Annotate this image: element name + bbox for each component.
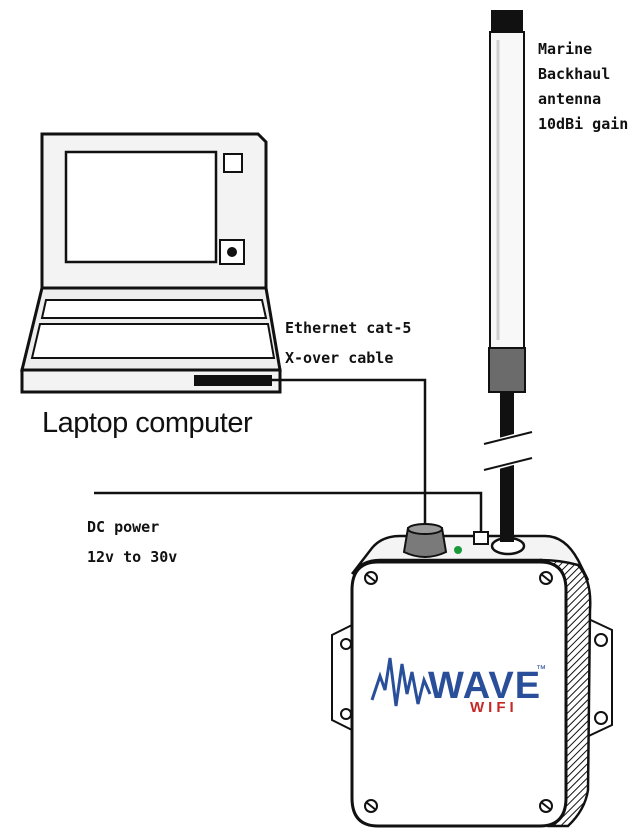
laptop-button: [223, 153, 243, 173]
laptop: [20, 132, 282, 394]
wave-wifi-device: [331, 523, 613, 828]
laptop-label: Laptop computer: [42, 407, 253, 439]
cable-label-line1: Ethernet cat-5: [285, 319, 412, 337]
laptop-power-icon: [227, 247, 237, 257]
ethernet-gland: [402, 527, 448, 558]
power-jack: [473, 531, 489, 545]
screw-icon: [539, 799, 553, 813]
cable-label: Ethernet cat-5 X-over cable: [285, 313, 411, 373]
antenna-label-line1: Marine: [538, 40, 593, 58]
cable-label-line2: X-over cable: [285, 349, 394, 367]
screw-icon: [539, 571, 553, 585]
power-label-line1: DC power: [87, 518, 160, 536]
ethernet-cable: [272, 378, 427, 535]
status-led: [454, 546, 462, 554]
antenna-mast: [489, 31, 525, 351]
antenna-tip: [491, 10, 523, 32]
wave-wifi-logo: WAVE ™ WIFI: [370, 657, 546, 716]
antenna-connector: [488, 347, 526, 393]
antenna-label: Marine Backhaul antenna 10dBi gain: [538, 37, 628, 137]
logo-trademark: ™: [536, 664, 546, 675]
screw-icon: [364, 571, 378, 585]
logo-wifi-text: WIFI: [470, 699, 518, 716]
cable-break-mark: [483, 431, 533, 445]
laptop-port: [194, 375, 272, 386]
antenna-label-line4: 10dBi gain: [538, 115, 629, 133]
power-label-line2: 12v to 30v: [87, 548, 178, 566]
device-front: [350, 560, 568, 828]
screw-icon: [364, 799, 378, 813]
wave-logo-icon: [370, 657, 432, 707]
antenna: [482, 10, 534, 538]
dc-power-cable: [94, 491, 483, 534]
antenna-label-line2: Backhaul: [538, 65, 611, 83]
logo-wave-text: WAVE: [428, 665, 541, 707]
antenna-label-line3: antenna: [538, 90, 602, 108]
power-label: DC power 12v to 30v: [87, 512, 177, 572]
cable-break-mark: [483, 457, 533, 471]
laptop-screen: [64, 150, 218, 264]
